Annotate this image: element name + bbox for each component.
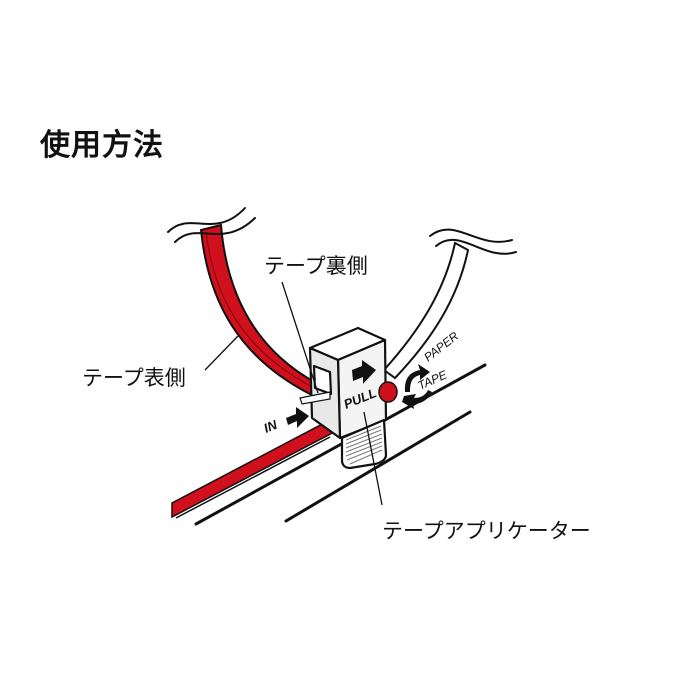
leader-lines	[204, 281, 383, 506]
applicator-grip-ribs	[345, 425, 383, 465]
direction-arrow-icon	[352, 360, 376, 384]
tape-exit-red	[378, 381, 398, 403]
leader-tape-back	[281, 281, 319, 394]
applied-tape-edge	[175, 436, 331, 519]
surface-lines	[194, 363, 487, 526]
page-title: 使用方法	[40, 128, 164, 163]
paper-curved-arrow-icon	[404, 364, 430, 392]
applied-tape	[171, 419, 340, 519]
paper-backing-strip	[382, 241, 470, 380]
tape-slot-entry	[299, 391, 331, 405]
in-arrow-icon	[286, 407, 309, 428]
surface-line-lower	[284, 410, 472, 523]
label-tape-applicator: テープアプリケーター	[382, 519, 591, 543]
tape-front-ribbon-highlight	[205, 231, 317, 390]
leader-applicator	[363, 411, 383, 506]
label-tape-back: テープ裏側	[264, 254, 368, 278]
in-text: IN	[262, 417, 280, 436]
tape-curved-arrow-icon	[402, 390, 432, 409]
surface-line-upper	[194, 363, 487, 526]
leader-tape-front	[204, 335, 239, 371]
tape-cut-marks	[167, 207, 517, 255]
label-tape-front: テープ表側	[82, 366, 186, 390]
